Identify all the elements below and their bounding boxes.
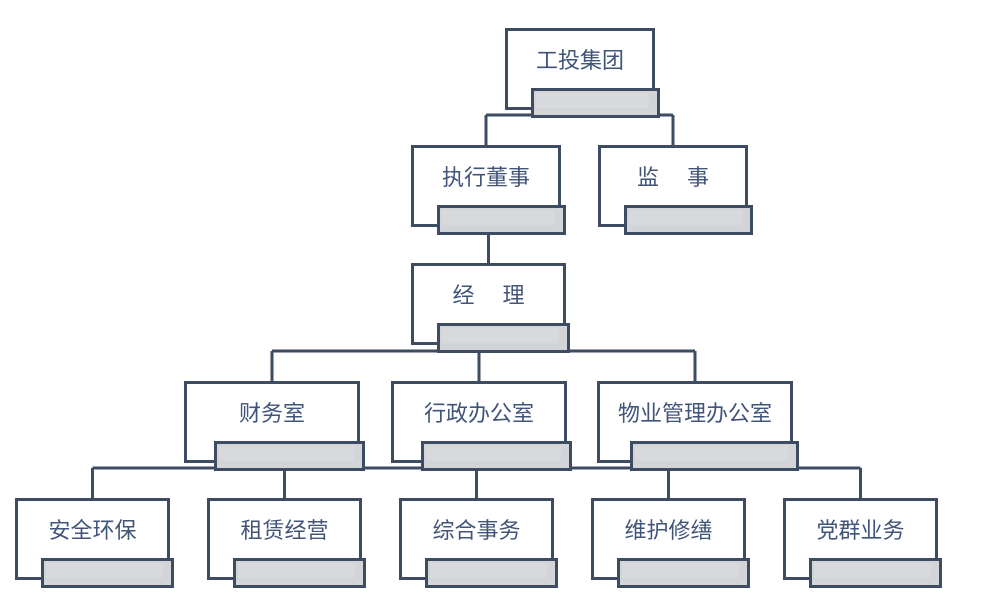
org-node-plate-exec-director: [437, 205, 566, 235]
org-node-label: 财务室: [238, 402, 305, 427]
org-node-plate-finance-office: [214, 441, 365, 471]
org-node-label: 行政办公室: [423, 402, 534, 427]
org-node-label: 综合事务: [432, 519, 521, 544]
org-node-plate-party-affairs: [809, 558, 942, 588]
org-node-label: 安全环保: [48, 519, 137, 544]
org-node-label: 监 事: [637, 166, 709, 191]
org-node-label: 租赁经营: [240, 519, 329, 544]
org-node-plate-leasing: [233, 558, 366, 588]
org-node-plate-property-office: [630, 441, 799, 471]
org-node-plate-group: [531, 88, 660, 118]
org-node-label: 经 理: [452, 284, 525, 309]
org-node-label: 物业管理办公室: [617, 402, 772, 427]
org-node-plate-supervisor: [624, 205, 753, 235]
org-node-plate-general-affairs: [425, 558, 558, 588]
org-node-plate-safety-env: [41, 558, 174, 588]
org-node-label: 维护修缮: [624, 519, 713, 544]
org-node-label: 工投集团: [535, 49, 624, 74]
org-node-label: 党群业务: [816, 519, 905, 544]
org-node-plate-maintenance: [617, 558, 750, 588]
org-node-plate-manager: [437, 323, 570, 353]
org-node-plate-admin-office: [421, 441, 572, 471]
org-node-label: 执行董事: [441, 166, 530, 191]
